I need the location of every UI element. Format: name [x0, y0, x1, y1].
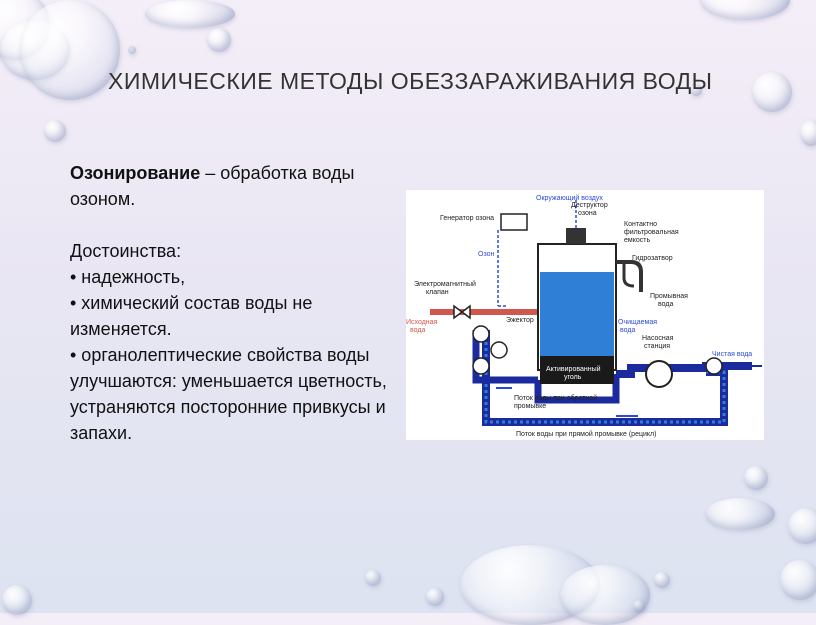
label-generator: Генератор озона: [440, 215, 494, 222]
label-carbon-1: Активированный: [546, 365, 601, 373]
definition: – обработка воды озоном.: [70, 163, 355, 209]
valve-icon: [472, 325, 490, 343]
bubble-decoration: [744, 466, 768, 490]
label-forward-flow: Поток воды при прямой промывке (рецикл): [516, 430, 656, 438]
bubble-decoration: [690, 84, 702, 96]
pump-icon: [645, 360, 673, 388]
bubble-decoration: [700, 0, 790, 20]
hydrolock-pipe: [616, 260, 643, 292]
bubble-decoration: [2, 585, 32, 615]
backwash-pipe: [534, 374, 620, 404]
label-source-1: Исходная: [406, 319, 438, 326]
bubble-decoration: [145, 0, 235, 28]
bubble-decoration: [705, 498, 775, 530]
label-ozone: Озон: [478, 251, 494, 258]
term: Озонирование: [70, 163, 201, 183]
label-destructor: Деструктор: [571, 202, 608, 209]
clean-water-pipe: [616, 362, 752, 378]
hydrolock-bend: [622, 262, 635, 288]
label-wash-1: Промывная: [650, 293, 688, 300]
valve-icon: [490, 341, 508, 359]
ozone-generator-icon: [500, 213, 528, 231]
destructor-icon: [566, 228, 586, 244]
label-valve-1: Электромагнитный: [414, 280, 476, 288]
label-source-2: вода: [410, 327, 425, 334]
label-hydrolock: Гидрозатвор: [632, 255, 673, 262]
advantages-title: Достоинства:: [70, 241, 182, 261]
label-contact-1: Контактно: [624, 221, 657, 228]
valve-icon: [472, 357, 490, 375]
bubble-decoration: [44, 120, 66, 142]
label-backwash-2: промывке: [514, 403, 546, 410]
bubble-decoration: [800, 120, 816, 146]
bubble-decoration: [365, 570, 381, 586]
bullet-item: • химический состав воды не изменяется.: [70, 293, 313, 339]
bubble-decoration: [20, 0, 120, 100]
tank-water: [540, 272, 614, 356]
label-clean-water: Чистая вода: [712, 351, 752, 358]
bubble-decoration: [780, 560, 816, 600]
bubble-decoration: [633, 600, 645, 612]
bubble-decoration: [788, 508, 816, 544]
label-backwash-1: Поток воды при обратной: [514, 394, 597, 402]
valve-icon: [705, 357, 723, 375]
bubble-decoration: [426, 588, 444, 606]
label-valve-2: клапан: [426, 289, 449, 296]
bubble-decoration: [207, 28, 231, 52]
activated-carbon-box: [540, 362, 614, 384]
label-pump-1: Насосная: [642, 335, 674, 342]
bubble-decoration: [654, 572, 670, 588]
bubble-decoration: [128, 46, 136, 54]
label-pump-2: станция: [644, 343, 670, 350]
solenoid-valve-icon: [453, 304, 464, 320]
label-contact-3: емкость: [624, 237, 650, 244]
label-carbon-2: уголь: [564, 374, 582, 381]
slide-body: Озонирование – обработка воды озоном. До…: [70, 160, 400, 446]
ozonation-scheme: Окружающий воздух Деструктор озона Генер…: [406, 194, 762, 438]
label-purified-2: вода: [620, 327, 635, 334]
label-ejector: Эжектор: [506, 317, 534, 324]
label-ambient-air: Окружающий воздух: [536, 194, 603, 202]
label-purified-1: Очищаемая: [618, 319, 657, 326]
bullet-item: • органолептические свойства воды улучша…: [70, 345, 387, 443]
bullet-item: • надежность,: [70, 267, 186, 287]
label-destructor-sub: озона: [578, 210, 597, 217]
bubble-decoration: [560, 565, 650, 625]
slide-title: ХИМИЧЕСКИЕ МЕТОДЫ ОБЕЗЗАРАЖИВАНИЯ ВОДЫ: [108, 68, 713, 94]
label-contact-2: фильтровальная: [624, 229, 679, 236]
backwash-pipe: [472, 330, 538, 384]
solenoid-valve-icon: [460, 304, 471, 320]
label-wash-2: вода: [658, 301, 673, 308]
ozonation-diagram: Окружающий воздух Деструктор озона Генер…: [406, 190, 764, 440]
definition-line: Озонирование – обработка воды озоном.: [70, 160, 400, 212]
bubble-decoration: [752, 72, 792, 112]
